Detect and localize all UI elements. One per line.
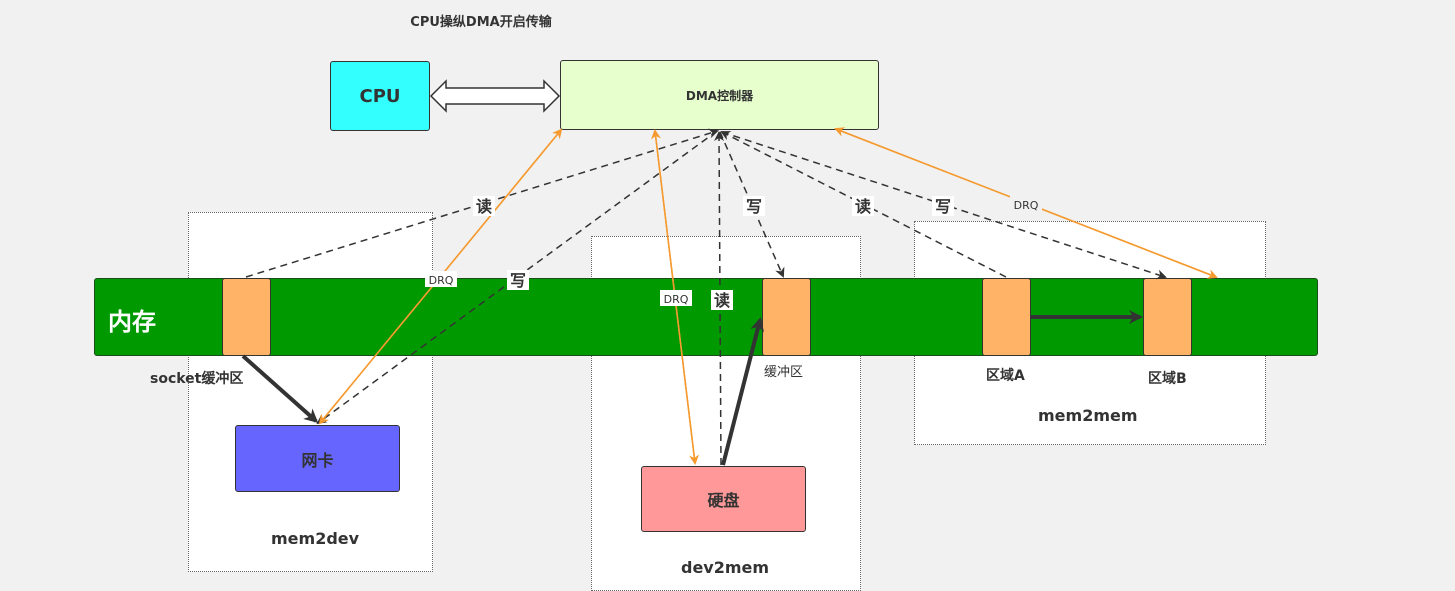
svg-text:DRQ: DRQ [1014,199,1039,212]
svg-text:读: 读 [476,197,492,216]
edge-label-drq-3: DRQ [1010,196,1042,212]
cpu-box: CPU [330,61,430,131]
socket-buffer [222,278,271,356]
edge-label-write-2: 写 [743,196,765,216]
region-a-label: 区域A [986,368,1025,384]
nic-box: 网卡 [235,425,400,492]
region-b-buffer [1143,278,1192,356]
diagram-title: CPU操纵DMA开启传输 [410,15,552,30]
edge-label-read-3: 读 [852,196,874,216]
cpu-label: CPU [359,85,401,107]
mem2dev-label: mem2dev [271,529,360,548]
edge-label-write-3: 写 [932,196,954,216]
region-a-buffer [982,278,1031,356]
dma-controller-label: DMA控制器 [685,88,754,103]
nic-label: 网卡 [301,450,334,470]
dma-controller-box: DMA控制器 [560,60,879,130]
svg-text:写: 写 [935,197,951,216]
mem2mem-label: mem2mem [1038,406,1138,425]
region-b-label: 区域B [1148,371,1187,387]
disk-buffer-label: 缓冲区 [764,365,804,380]
disk-label: 硬盘 [707,491,740,510]
edge-label-read-1: 读 [473,196,495,216]
svg-text:写: 写 [746,197,762,216]
memory-bar [94,278,1318,356]
disk-box: 硬盘 [641,466,806,532]
svg-text:读: 读 [855,197,871,216]
mem2dev-group [188,212,433,572]
memory-label: 内存 [108,308,156,336]
dev2mem-label: dev2mem [681,558,770,577]
disk-buffer [762,278,811,356]
socket-buffer-label: socket缓冲区 [150,371,244,387]
cpu-dma-double-arrow [429,79,561,113]
